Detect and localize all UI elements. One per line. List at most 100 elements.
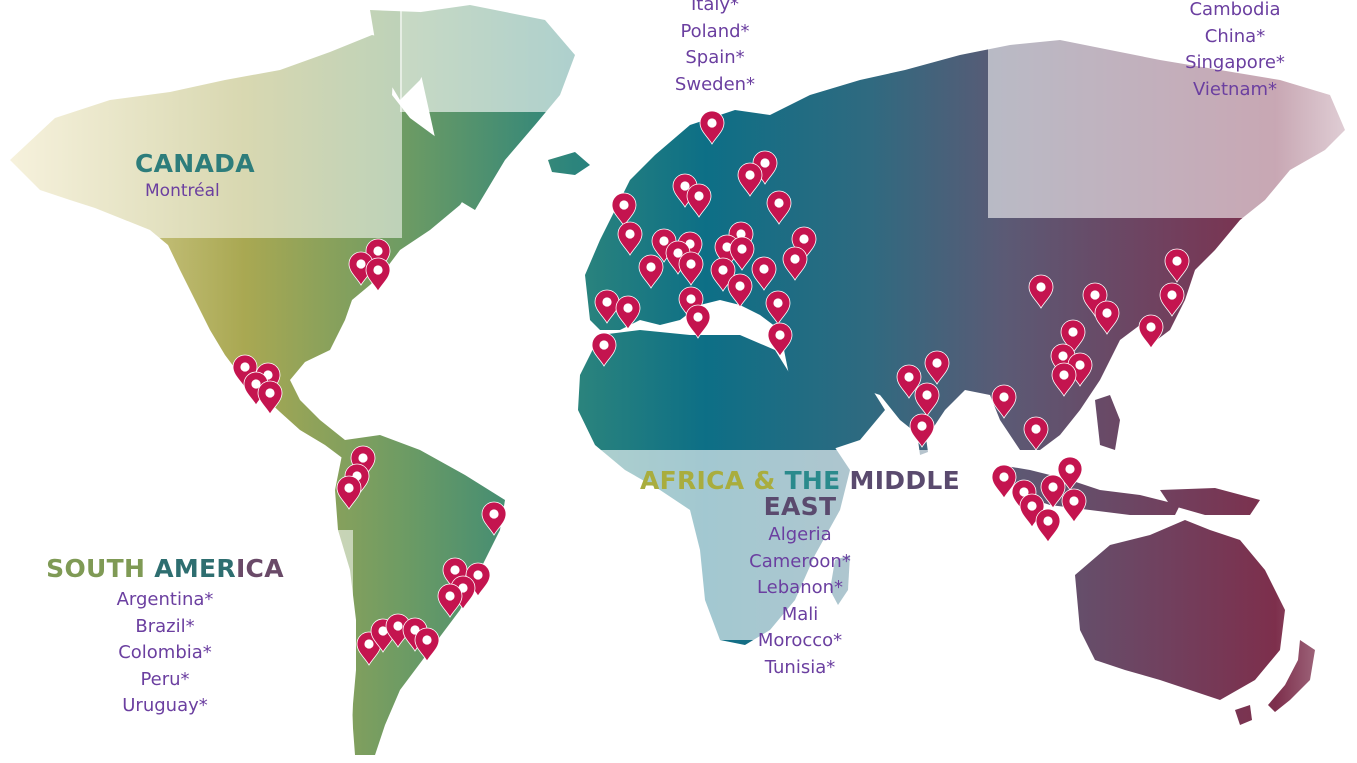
location-pin-icon[interactable] [765,290,791,325]
pin-dot [718,265,728,275]
country-item[interactable]: Lebanon* [756,577,844,598]
location-pin-icon[interactable] [1035,508,1061,543]
location-pin-icon[interactable] [685,304,711,339]
country-item[interactable]: China* [1204,25,1266,47]
location-pin-icon[interactable] [617,221,643,256]
pin-dot [1146,322,1156,332]
africa-panel [572,450,965,640]
location-pin-icon[interactable] [991,384,1017,419]
location-pin-icon[interactable] [767,322,793,357]
pin-dot [265,388,275,398]
location-pin-icon[interactable] [751,256,777,291]
pin-dot [999,392,1009,402]
pin-dot [1167,290,1177,300]
pin-dot [1102,308,1112,318]
location-pin-icon[interactable] [437,583,463,618]
location-pin-icon[interactable] [414,627,440,662]
pin-dot [422,635,432,645]
pin-dot [693,312,703,322]
pin-dot [240,362,250,372]
tasmania-shape [1235,705,1252,725]
location-pin-icon[interactable] [686,183,712,218]
location-pin-icon[interactable] [727,273,753,308]
country-item[interactable]: Cambodia [1189,0,1281,20]
pin-dot [773,298,783,308]
location-pin-icon[interactable] [782,246,808,281]
pin-dot [904,372,914,382]
country-item[interactable]: Peru* [140,668,190,690]
location-pin-icon[interactable] [729,236,755,271]
location-pin-icon[interactable] [615,295,641,330]
africa-country-list: Algeria Cameroon* Lebanon* Mali Morocco*… [630,522,970,681]
southeast-asia-islands-shape [1000,465,1180,515]
location-pin-icon[interactable] [699,110,725,145]
location-pin-icon[interactable] [591,332,617,367]
location-pin-icon[interactable] [678,251,704,286]
location-pin-icon[interactable] [1061,488,1087,523]
pin-dot [364,639,374,649]
country-item[interactable]: Uruguay* [122,695,208,716]
location-pin-icon[interactable] [1159,282,1185,317]
pin-dot [799,234,809,244]
location-pin-icon[interactable] [611,192,637,227]
city-item[interactable]: Montréal [145,181,220,201]
title-part: MIDDLE EAST [763,466,961,521]
location-pin-icon[interactable] [924,350,950,385]
country-item[interactable]: Vietnam* [1192,78,1278,100]
country-item[interactable]: Morocco* [757,630,843,651]
location-pin-icon[interactable] [914,382,940,417]
location-pin-icon[interactable] [336,475,362,510]
pin-dot [790,254,800,264]
title-part: CANADA [135,149,255,178]
country-item[interactable]: Algeria [768,524,832,545]
title-part: ICA [235,554,284,583]
location-pin-icon[interactable] [991,464,1017,499]
location-pin-icon[interactable] [909,413,935,448]
country-item[interactable]: Argentina* [116,589,214,610]
pin-dot [251,379,261,389]
location-pin-icon[interactable] [481,501,507,536]
country-item[interactable]: Cameroon* [749,550,851,572]
title-part: AFRICA & [639,466,785,495]
location-pin-icon[interactable] [638,254,664,289]
pin-dot [1172,256,1182,266]
location-pin-icon[interactable] [896,364,922,399]
pin-dot [356,259,366,269]
location-pin-icon[interactable] [1094,300,1120,335]
pin-dot [745,170,755,180]
location-pin-icon[interactable] [1051,362,1077,397]
country-item[interactable]: Colombia* [118,642,212,663]
country-item[interactable]: Singapore* [1185,52,1285,73]
country-item[interactable]: Italy* [690,0,740,15]
pin-dot [373,246,383,256]
location-pin-icon[interactable] [1028,274,1054,309]
pin-dot [473,570,483,580]
region-africa-middle-east: AFRICA & THE MIDDLE EAST Algeria Cameroo… [630,468,970,681]
iceland-shape [548,152,590,175]
location-pin-icon[interactable] [1164,248,1190,283]
country-item[interactable]: Sweden* [674,73,756,95]
country-item[interactable]: Tunisia* [764,656,836,678]
location-pin-icon[interactable] [1040,474,1066,509]
south-america-country-list: Argentina* Brazil* Colombia* Peru* Urugu… [40,587,290,720]
region-south-america: SOUTH AMERICA Argentina* Brazil* Colombi… [40,555,290,720]
location-pin-icon[interactable] [1023,416,1049,451]
location-pin-icon[interactable] [365,257,391,292]
country-item[interactable]: Mali [781,603,819,625]
pin-dot [707,118,717,128]
country-item[interactable]: Brazil* [135,615,195,637]
location-pin-icon[interactable] [257,380,283,415]
location-pin-icon[interactable] [594,289,620,324]
location-pin-icon[interactable] [766,190,792,225]
country-item[interactable]: Poland* [680,20,750,42]
location-pin-icon[interactable] [737,162,763,197]
pin-dot [680,181,690,191]
location-pin-icon[interactable] [1138,314,1164,349]
pin-dot [358,453,368,463]
country-item[interactable]: Spain* [685,47,745,68]
title-part: THE [784,466,850,495]
pin-dot [1036,282,1046,292]
south-america-shape [335,435,505,755]
pin-dot [735,281,745,291]
